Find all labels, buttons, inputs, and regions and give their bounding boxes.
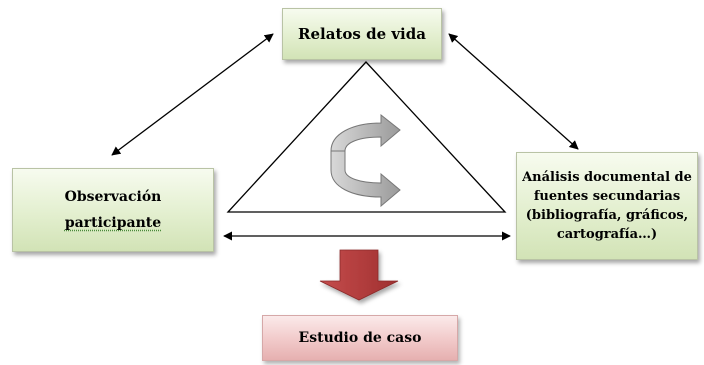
node-analisis-line4: cartografía…) [556,227,658,242]
node-estudio-label: Estudio de caso [298,330,422,346]
node-analisis-documental: Análisis documental de fuentes secundari… [516,152,698,260]
cycle-arrows-icon [330,113,401,208]
down-block-arrow-icon [319,249,399,301]
node-observacion-line1: Observación [64,189,162,205]
node-analisis-line3: (bibliografía, gráficos, [525,208,689,223]
node-analisis-line1: Análisis documental de [522,170,692,185]
node-observacion-participante: Observación participante [12,168,214,252]
node-observacion-line2: participante [64,215,162,231]
node-relatos-de-vida: Relatos de vida [282,8,442,60]
edge-relatos-analisis [448,33,579,150]
node-relatos-label: Relatos de vida [298,25,426,43]
edge-relatos-observacion [111,33,274,156]
node-analisis-line2: fuentes secundarias [533,189,681,204]
node-estudio-de-caso: Estudio de caso [262,315,458,361]
